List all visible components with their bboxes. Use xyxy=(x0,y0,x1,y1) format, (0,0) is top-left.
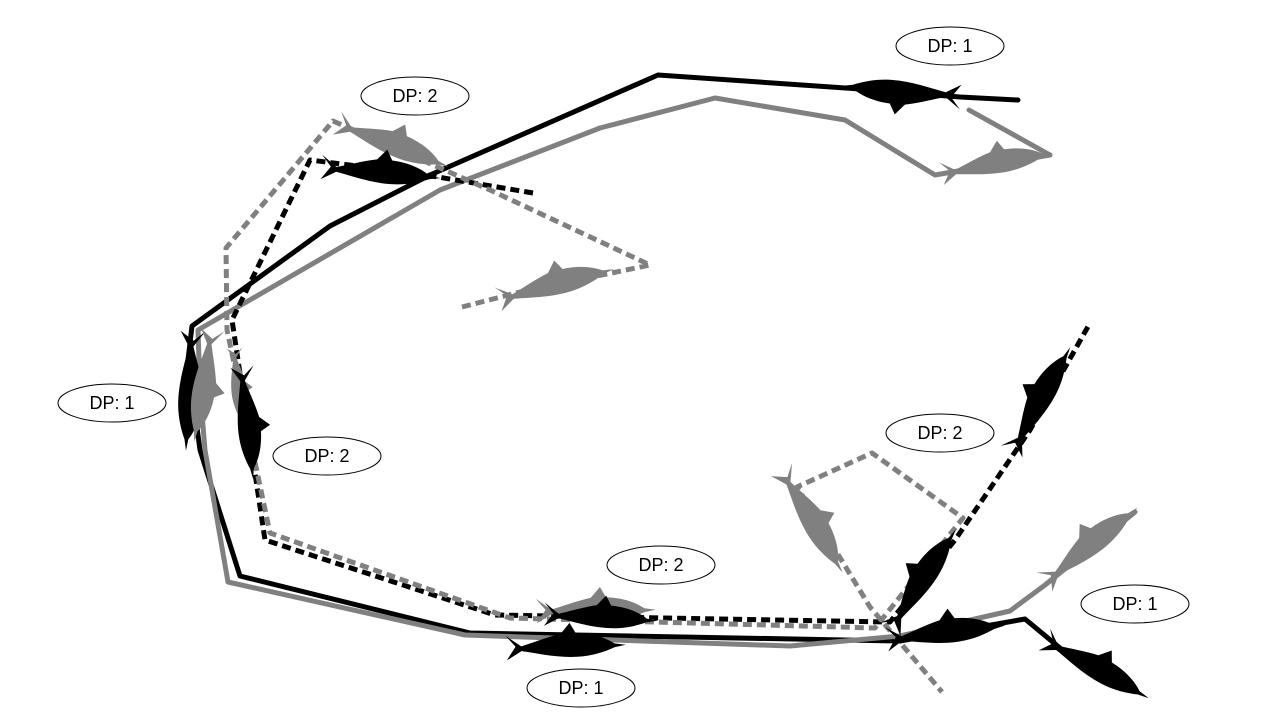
dp-label-bottom-lower: DP: 1 xyxy=(526,668,636,708)
dp-label-text: DP: 1 xyxy=(1112,594,1157,614)
dolphin-icon xyxy=(1030,488,1144,592)
dp-label-text: DP: 1 xyxy=(927,36,972,56)
dolphin-icon xyxy=(992,335,1079,458)
dp-label-text: DP: 1 xyxy=(558,678,603,698)
dp-label-right-lower: DP: 1 xyxy=(1080,584,1190,624)
dp-label-left: DP: 1 xyxy=(57,383,167,423)
dolphin-icon xyxy=(771,457,864,578)
dp-label-top-right: DP: 1 xyxy=(895,26,1005,66)
dp-label-text: DP: 2 xyxy=(304,446,349,466)
dp-label-text: DP: 1 xyxy=(89,393,134,413)
dolphin-icon xyxy=(492,245,617,312)
dp-label-text: DP: 2 xyxy=(638,555,683,575)
dp-label-left-inner: DP: 2 xyxy=(272,436,382,476)
dp-label-top-left: DP: 2 xyxy=(360,76,470,116)
dp-label-right-upper: DP: 2 xyxy=(885,413,995,453)
dolphin-icon xyxy=(1038,620,1161,707)
dolphin-icon xyxy=(936,129,1055,186)
dp-label-text: DP: 2 xyxy=(392,86,437,106)
dp-label-text: DP: 2 xyxy=(917,423,962,443)
gray-dashed-trajectory xyxy=(223,118,966,694)
dp-label-bottom-upper: DP: 2 xyxy=(606,545,716,585)
